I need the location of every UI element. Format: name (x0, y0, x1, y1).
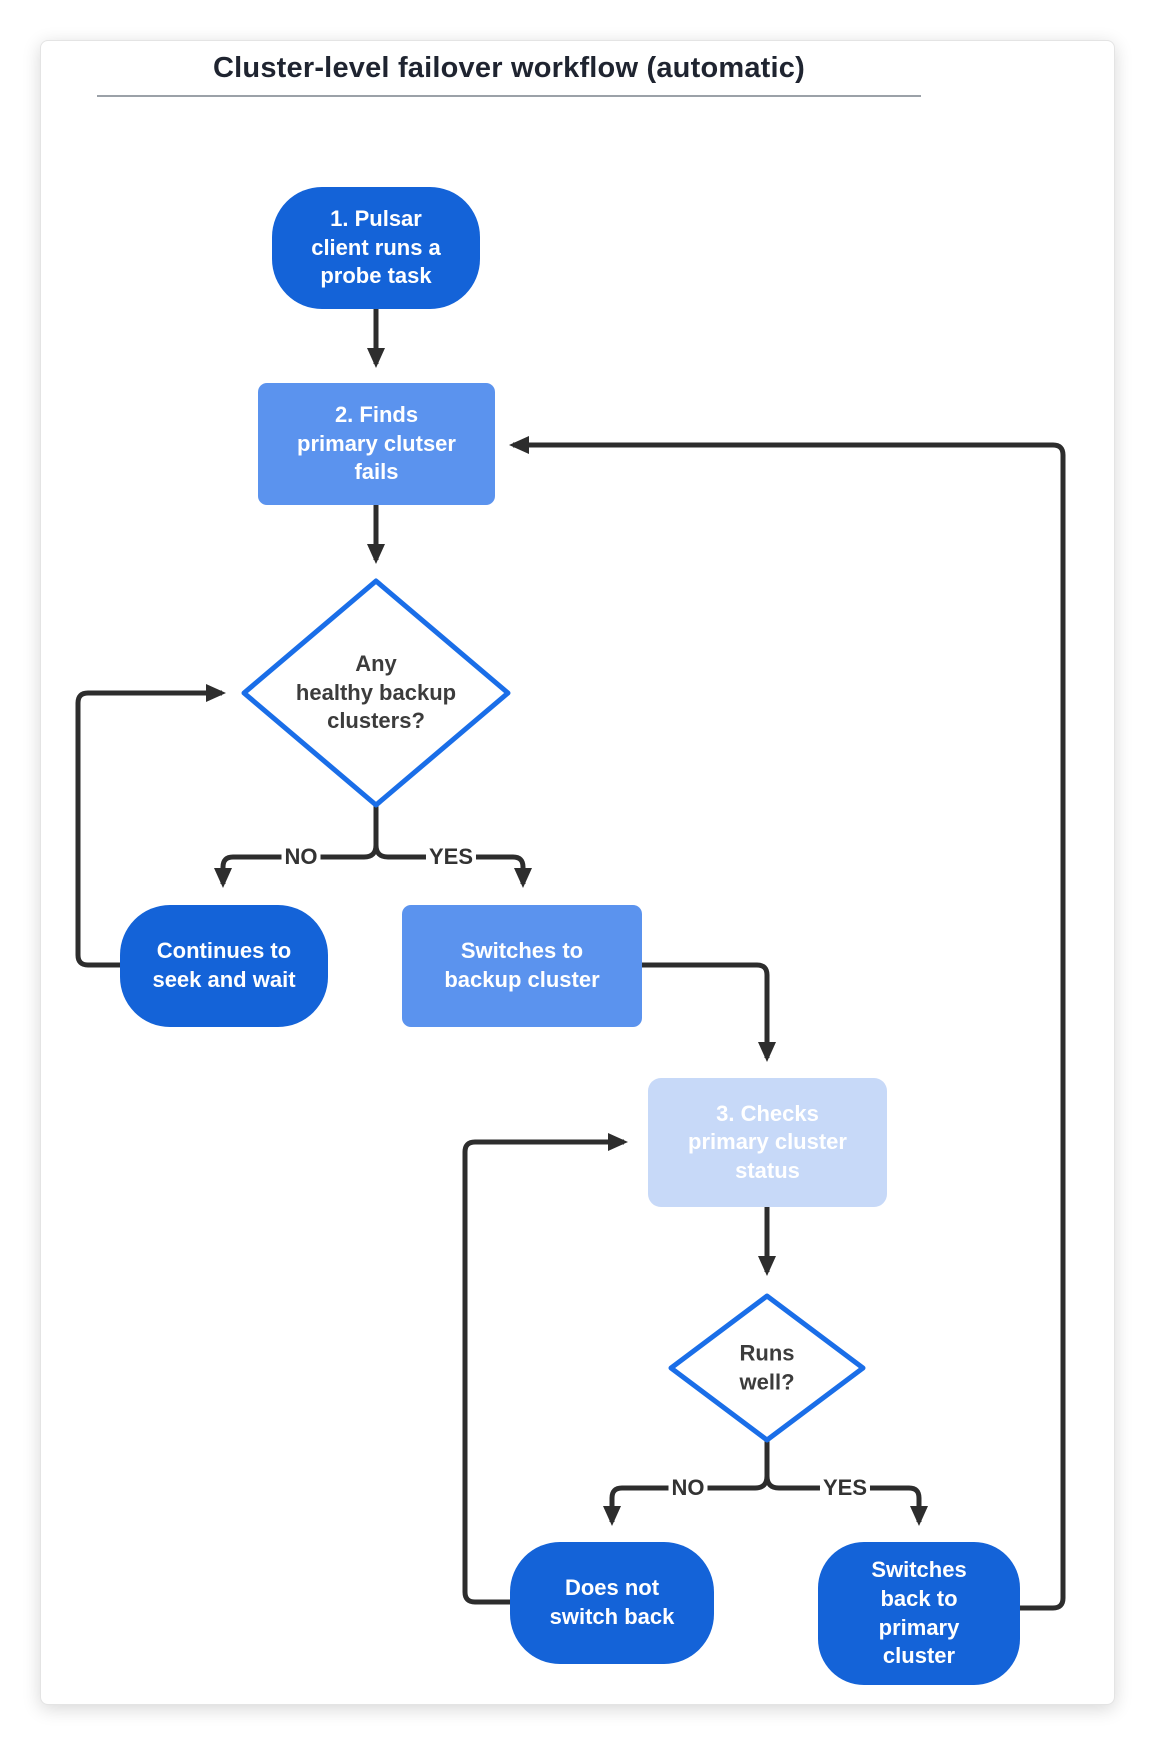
page-title: Cluster-level failover workflow (automat… (213, 52, 805, 84)
node-probe-task: 1. Pulsar client runs a probe task (272, 187, 480, 309)
node-switches-back-primary: Switches back to primary cluster (818, 1542, 1020, 1685)
decision-healthy-clusters-shape (241, 578, 511, 808)
node-continues-seek-wait-label: Continues to seek and wait (152, 938, 296, 992)
decision-runs-well-label: Runs well? (739, 1340, 795, 1394)
node-finds-primary-fails: 2. Finds primary clutser fails (258, 383, 495, 505)
edge-switch-backup-to-checks (642, 962, 776, 1062)
title-divider (97, 95, 921, 97)
node-checks-status: 3. Checks primary cluster status (648, 1078, 887, 1207)
node-does-not-switch-back: Does not switch back (510, 1542, 714, 1664)
edge-label-no-runs-well: NO (668, 1475, 708, 1501)
node-checks-status-label: 3. Checks primary cluster status (688, 1100, 847, 1183)
edge-label-yes-healthy: YES (425, 844, 477, 870)
edge-label-yes-runs-well: YES (819, 1475, 871, 1501)
node-probe-task-label: 1. Pulsar client runs a probe task (311, 206, 441, 289)
edge-label-no-healthy: NO (281, 844, 321, 870)
edge-does-not-switch-loop-to-checks (462, 1133, 628, 1605)
edge-switch-back-loop-to-finds (509, 436, 1066, 1611)
diagram-header: Cluster-level failover workflow (automat… (97, 52, 921, 97)
node-switches-backup-label: Switches to backup cluster (444, 938, 600, 992)
node-switches-back-primary-label: Switches back to primary cluster (871, 1557, 967, 1669)
node-switches-backup: Switches to backup cluster (402, 905, 642, 1027)
decision-runs-well-shape (668, 1293, 866, 1443)
node-finds-primary-fails-label: 2. Finds primary clutser fails (297, 402, 456, 485)
decision-healthy-clusters-label: Any healthy backup clusters? (295, 651, 457, 734)
node-continues-seek-wait: Continues to seek and wait (120, 905, 328, 1027)
edge-seek-wait-loop-to-healthy-decision (75, 684, 226, 968)
node-does-not-switch-back-label: Does not switch back (549, 1575, 675, 1629)
